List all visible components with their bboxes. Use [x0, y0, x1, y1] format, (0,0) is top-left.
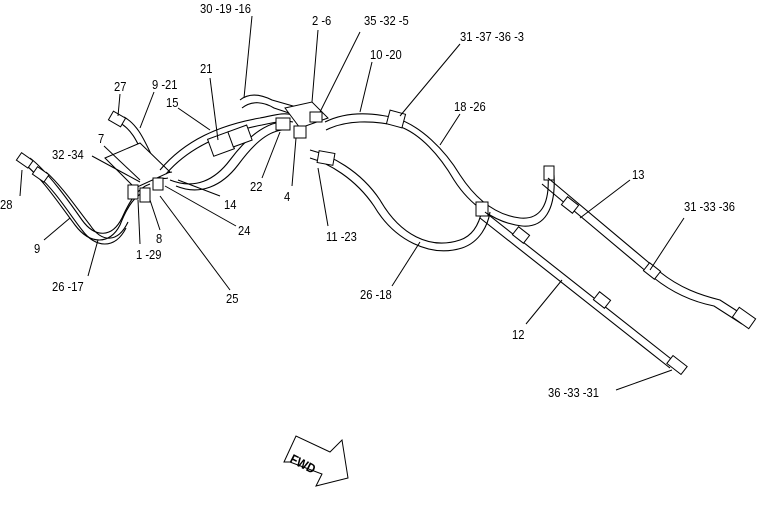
lower-middle-hose — [309, 149, 491, 252]
callout-35-32-5: 35 -32 -5 — [364, 13, 409, 28]
callout-15: 15 — [166, 95, 179, 110]
callout-11-23: 11 -23 — [326, 229, 357, 244]
callout-1-29: 1 -29 — [136, 247, 162, 262]
callout-7: 7 — [98, 131, 105, 146]
left-hose-loop — [15, 152, 151, 245]
callout-26-17: 26 -17 — [52, 279, 84, 294]
callout-2-6: 2 -6 — [312, 13, 332, 28]
callout-9-21: 9 -21 — [152, 77, 178, 92]
callout-32-34: 32 -34 — [52, 147, 84, 162]
callout-25: 25 — [226, 291, 239, 306]
callout-18-26: 18 -26 — [454, 99, 486, 114]
callout-36-33-31: 36 -33 -31 — [548, 385, 599, 400]
callout-28: 28 — [0, 197, 13, 212]
callout-8: 8 — [156, 231, 163, 246]
callout-27: 27 — [114, 79, 127, 94]
callout-12: 12 — [512, 327, 525, 342]
callout-31-37-36-3: 31 -37 -36 -3 — [460, 29, 525, 44]
top-valve-block — [239, 94, 329, 139]
callout-9: 9 — [34, 241, 41, 256]
callout-4: 4 — [284, 189, 291, 204]
tube-12 — [479, 211, 688, 376]
callout-30-19-16: 30 -19 -16 — [200, 1, 251, 16]
manifold-block — [104, 142, 171, 203]
callout-26-18: 26 -18 — [360, 287, 392, 302]
callout-14: 14 — [224, 197, 237, 212]
callout-13: 13 — [632, 167, 645, 182]
center-hoses — [159, 113, 294, 191]
callout-22: 22 — [250, 179, 263, 194]
leader-lines — [19, 15, 685, 391]
callout-24: 24 — [238, 223, 251, 238]
callout-21: 21 — [200, 61, 213, 76]
tube-13 — [541, 177, 757, 330]
long-upper-hose — [324, 109, 555, 227]
callout-10-20: 10 -20 — [370, 47, 402, 62]
callout-31-33-36: 31 -33 -36 — [684, 199, 735, 214]
forward-arrow-icon — [283, 435, 349, 487]
